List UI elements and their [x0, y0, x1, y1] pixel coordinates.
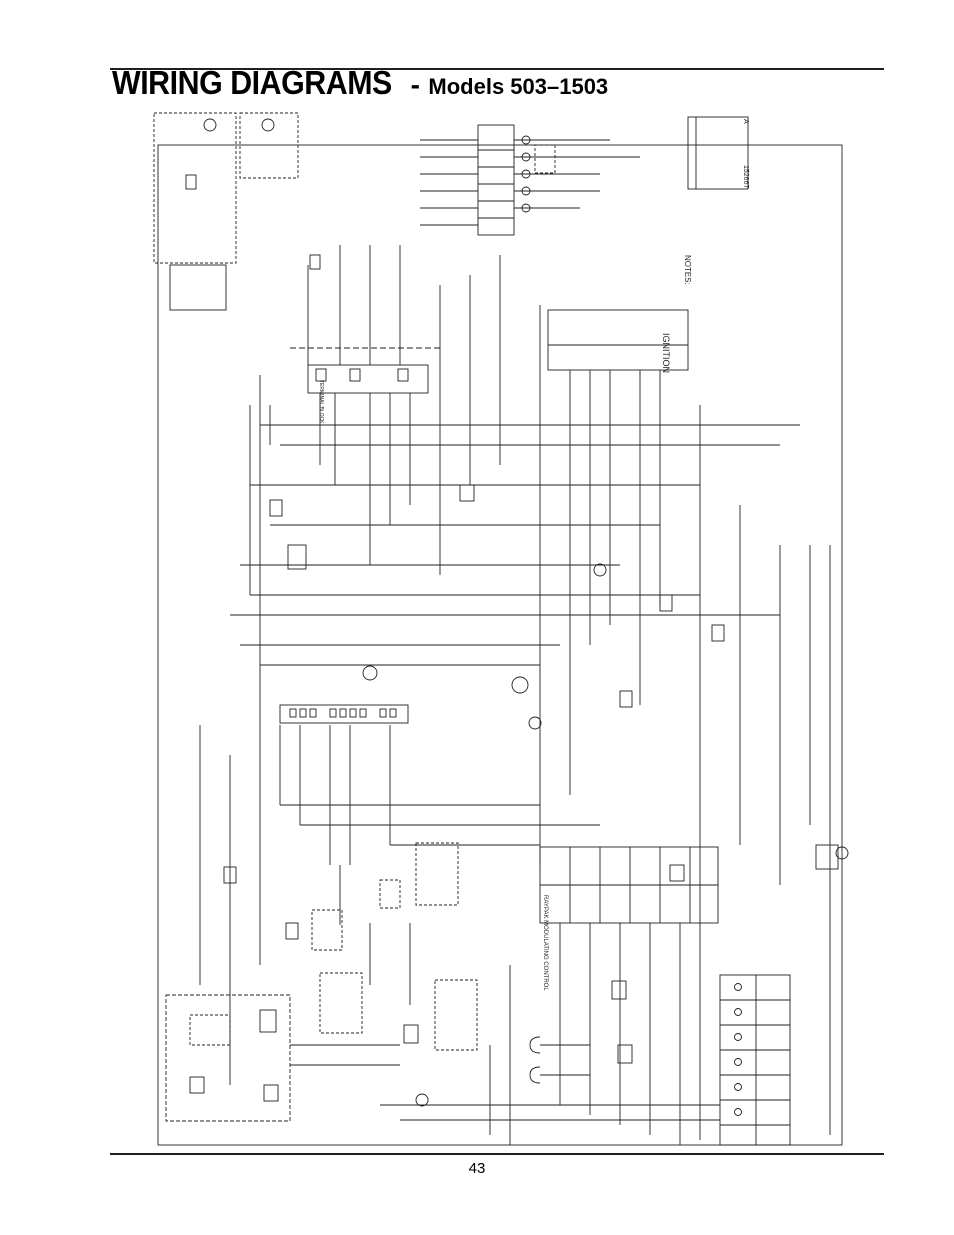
relay-right-2: [617, 1044, 633, 1064]
outdoor-sensor: [815, 844, 839, 870]
connector-icon-2: [261, 118, 275, 132]
sensor-icon: [511, 676, 529, 694]
alarm-contacts-box: [319, 972, 363, 1034]
pressure-switch: [287, 544, 307, 570]
relay-coil: [397, 368, 409, 382]
relay-box: [185, 174, 197, 190]
air-switch: [269, 499, 283, 517]
transformer: [459, 484, 475, 502]
sensor-icon: [593, 563, 607, 577]
top-rule: [110, 68, 884, 70]
title-separator: -: [410, 69, 420, 100]
main-terminal-block: [477, 124, 515, 236]
spark-relay: [619, 690, 633, 708]
pump-connector-box-2: [239, 112, 299, 179]
optional-box-4: [434, 979, 478, 1051]
optional-box-3: [311, 909, 343, 951]
wiring-diagram: IGNITION RAYPAK MODULATING CONTROL TERMI…: [153, 112, 849, 1146]
motor-icon: [362, 665, 378, 681]
system-sensor: [529, 1066, 541, 1084]
relay-right: [611, 980, 627, 1000]
fuse-box: [534, 144, 556, 174]
relay-coil: [315, 368, 327, 382]
field-terminal-block: [719, 974, 791, 1146]
terminal-strip: [279, 704, 409, 724]
relay-coil: [349, 368, 361, 382]
notes-heading: NOTES:: [683, 255, 692, 285]
title-subtitle: Models 503–1503: [428, 74, 609, 99]
limit-relay: [711, 624, 725, 642]
sensor-icon: [528, 716, 542, 730]
bottom-rule: [110, 1153, 884, 1155]
title-main: WIRING DIAGRAMS: [112, 64, 392, 101]
terminal-block-label: TERMINAL BLOCK: [318, 380, 324, 424]
ignition-label: IGNITION: [661, 333, 671, 373]
blower-relay: [309, 254, 321, 270]
legend-table: [169, 264, 227, 311]
optional-box: [415, 842, 459, 906]
optional-box-2: [379, 879, 401, 909]
flow-relay: [659, 594, 673, 612]
connector-icon: [203, 118, 217, 132]
page-number: 43: [468, 1160, 486, 1177]
page-title: WIRING DIAGRAMS - Models 503–1503: [112, 66, 608, 99]
modulating-control-label: RAYPAK MODULATING CONTROL: [542, 895, 548, 991]
drawing-number: 152667: [742, 165, 749, 188]
pump-connector-box: [153, 112, 237, 264]
sensor-icon: [415, 1093, 429, 1107]
relay-right-3: [669, 864, 685, 882]
diagram-frame: [157, 144, 843, 1146]
relay-left-2: [285, 922, 299, 940]
boiler-sensor: [529, 1036, 541, 1054]
alarm-relay: [403, 1024, 419, 1044]
revision-label: A: [742, 119, 749, 124]
terminal-block-120v: [307, 364, 429, 394]
ignition-control: [547, 309, 689, 371]
alarm-box: [165, 994, 291, 1122]
legend-box: [687, 116, 749, 190]
